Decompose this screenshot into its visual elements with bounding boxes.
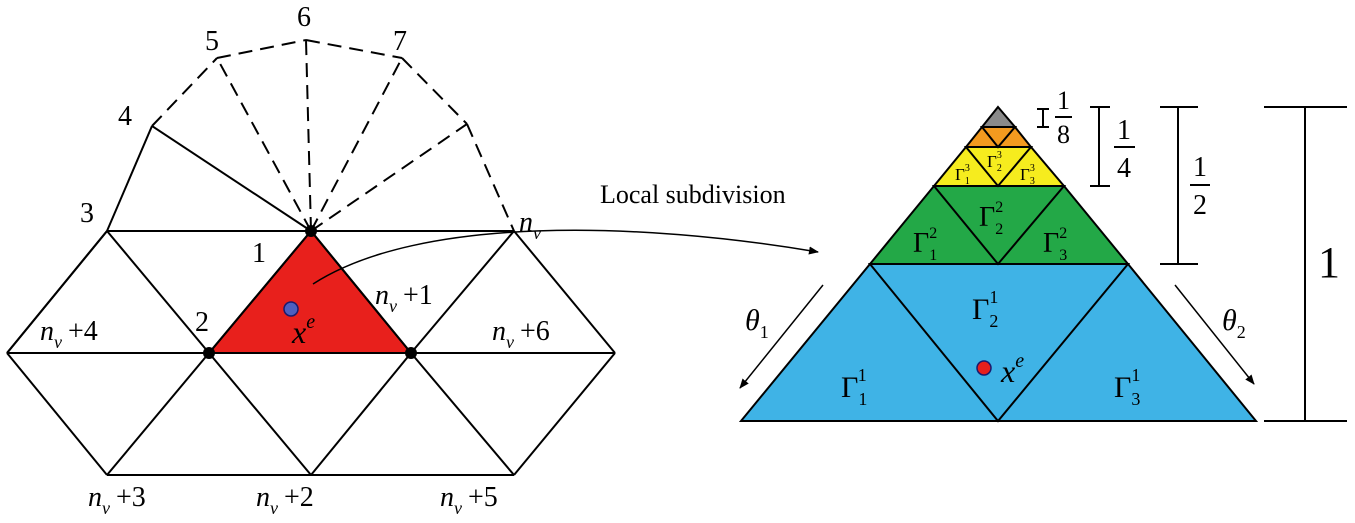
vertex-dot-2 <box>203 347 215 359</box>
right-point-marker <box>976 360 992 376</box>
vertex-label-3: 3 <box>80 198 94 229</box>
theta1-arrow <box>739 284 824 389</box>
scale-1-8-num: 1 <box>1057 86 1070 115</box>
left-point-label: xe <box>291 311 315 350</box>
scale-1-2-den: 2 <box>1193 190 1207 221</box>
vertex-label-nv-plus-5: nv+5 <box>440 482 498 518</box>
vertex-label-nv-plus-3: nv+3 <box>88 482 146 518</box>
vertex-label-2: 2 <box>195 307 209 338</box>
scale-full: 1 <box>1318 238 1340 287</box>
vertex-dot-1 <box>305 225 317 237</box>
vertex-label-1: 1 <box>252 238 266 269</box>
vertex-dot-nv1 <box>405 347 417 359</box>
theta2-arrow <box>1174 284 1255 385</box>
gamma-1-3: Γ31 <box>1114 365 1140 409</box>
right-point-label: xe <box>1000 350 1024 389</box>
scale-1-4-den: 4 <box>1117 153 1131 184</box>
vertex-label-nv: nv <box>519 207 541 243</box>
gamma-2-1: Γ12 <box>913 225 937 264</box>
gamma-2-2: Γ22 <box>979 199 1003 238</box>
gamma-2-3: Γ32 <box>1043 225 1067 264</box>
right-triangle <box>738 105 1259 423</box>
vertex-label-nv-plus-1: nv+1 <box>375 280 433 316</box>
vertex-label-nv-plus-4: nv+4 <box>40 316 98 352</box>
scale-bars <box>1037 106 1347 422</box>
top-region <box>979 105 1018 128</box>
vertex-label-6: 6 <box>297 2 311 33</box>
gamma-3-3: Γ33 <box>1020 163 1035 187</box>
vertex-label-nv-plus-2: nv+2 <box>256 482 314 518</box>
vertex-label-5: 5 <box>205 26 219 57</box>
gamma-1-2: Γ21 <box>972 287 998 331</box>
left-point-marker <box>283 301 299 317</box>
vertex-label-4: 4 <box>118 101 132 132</box>
scale-1-8-den: 8 <box>1057 120 1070 149</box>
vertex-label-7: 7 <box>393 26 407 57</box>
scale-1-4-num: 1 <box>1117 115 1131 146</box>
gamma-1-1: Γ11 <box>841 365 867 409</box>
theta1-label: θ1 <box>745 304 769 342</box>
gamma-3-1: Γ13 <box>955 163 970 187</box>
theta2-label: θ2 <box>1222 304 1246 342</box>
scale-1-2-num: 1 <box>1193 152 1207 183</box>
gamma-3-2: Γ23 <box>987 150 1002 174</box>
arrow-caption: Local subdivision <box>600 180 786 209</box>
vertex-label-nv-plus-6: nv+6 <box>492 316 550 352</box>
left-mesh <box>6 39 616 476</box>
subdivision-arrow <box>312 229 819 285</box>
